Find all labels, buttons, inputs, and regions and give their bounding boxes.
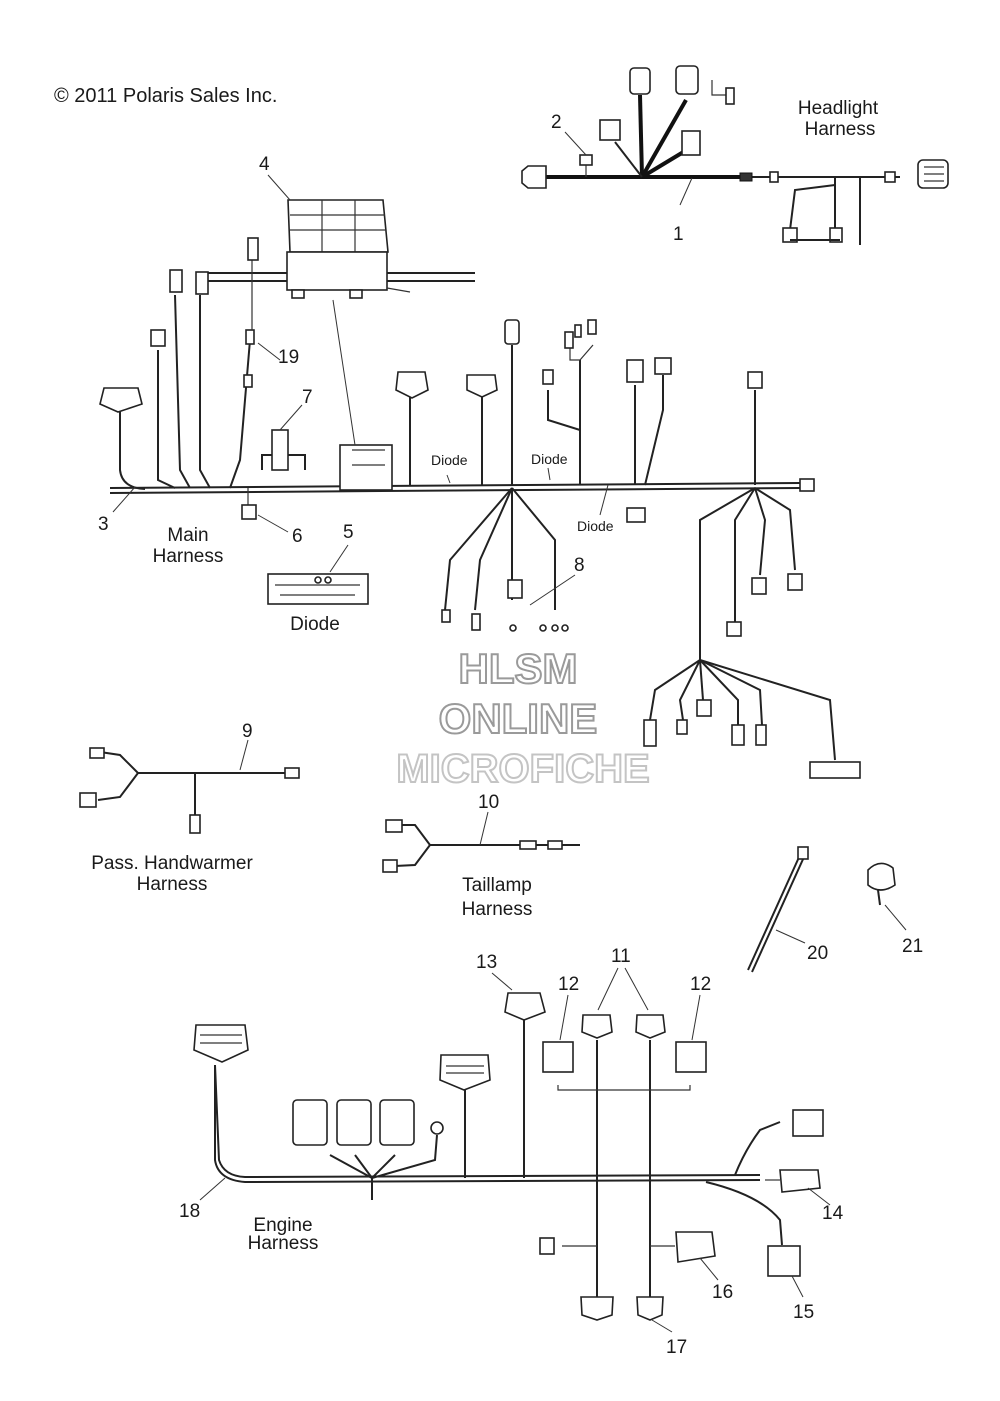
callout-9: 9 [242, 721, 253, 742]
callout-12-right: 12 [690, 974, 711, 995]
watermark-line2: ONLINE [439, 695, 598, 742]
diode-wire-label-1: Diode [431, 452, 468, 468]
main-harness-label-line2: Harness [153, 546, 224, 567]
callout-17: 17 [666, 1337, 687, 1358]
watermark-line3: MICROFICHE [396, 747, 649, 791]
callout-6: 6 [292, 526, 303, 547]
callout-4: 4 [259, 154, 270, 175]
engine-harness-label-line2: Harness [248, 1233, 319, 1254]
taillamp-label-line1: Taillamp [462, 875, 532, 896]
main-harness-label-line1: Main [167, 525, 208, 546]
callout-19: 19 [278, 347, 299, 368]
taillamp-harness [382, 819, 580, 873]
headlight-harness [521, 65, 949, 245]
callout-16: 16 [712, 1282, 733, 1303]
callout-12-left: 12 [558, 974, 579, 995]
main-harness [99, 237, 861, 779]
callout-leaders [112, 131, 907, 1333]
callout-10: 10 [478, 792, 499, 813]
diode-wire-label-2: Diode [531, 451, 568, 467]
headlight-harness-label-line2: Harness [805, 119, 876, 140]
engine-harness [193, 992, 824, 1321]
callout-2: 2 [551, 112, 562, 133]
fuse-relay-box [200, 199, 475, 299]
taillamp-label-line2: Harness [462, 899, 533, 920]
callout-5: 5 [343, 522, 354, 543]
callout-1: 1 [673, 224, 684, 245]
pass-handwarmer-label-line2: Harness [137, 874, 208, 895]
headlight-harness-label-line1: Headlight [798, 98, 879, 119]
diode-part [267, 573, 369, 605]
callout-14: 14 [822, 1203, 844, 1224]
callout-21: 21 [902, 936, 923, 957]
callout-numbers: 1 2 3 4 5 6 7 8 9 10 11 12 12 13 14 15 1… [98, 112, 923, 1358]
callout-18: 18 [179, 1201, 200, 1222]
watermark-line1: HLSM [459, 645, 578, 692]
callout-11: 11 [611, 946, 631, 967]
pass-handwarmer-label-line1: Pass. Handwarmer [91, 853, 253, 874]
callout-8: 8 [574, 555, 585, 576]
engine-harness-label-line1: Engine [253, 1215, 312, 1236]
pass-handwarmer-harness [79, 747, 300, 834]
callout-15: 15 [793, 1302, 814, 1323]
watermark: HLSM ONLINE MICROFICHE [395, 644, 650, 792]
cable-tie [747, 846, 809, 973]
callout-7: 7 [302, 387, 313, 408]
diode-part-label: Diode [290, 614, 340, 635]
copyright-text: © 2011 Polaris Sales Inc. [54, 85, 277, 107]
diode-wire-label-3: Diode [577, 518, 614, 534]
callout-3: 3 [98, 514, 109, 535]
harness-labels: Headlight Harness Main Harness Diode Dio… [91, 98, 879, 1254]
harness-clip [867, 862, 896, 906]
callout-13: 13 [476, 952, 497, 973]
callout-20: 20 [807, 943, 828, 964]
